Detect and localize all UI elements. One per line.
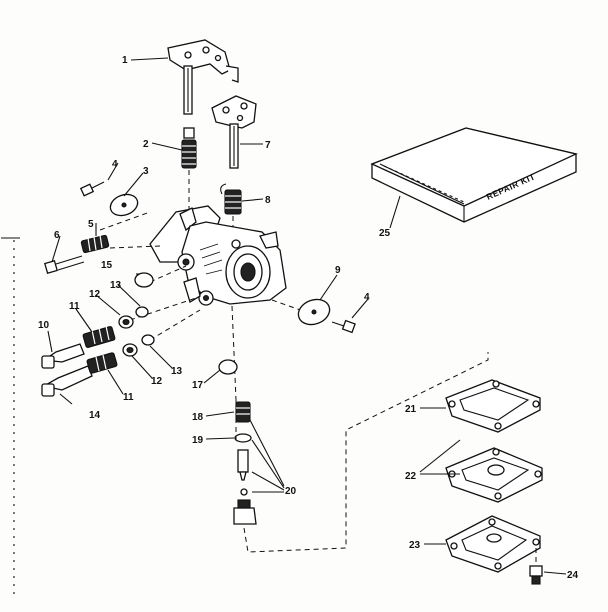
part-2-spring [181,127,197,169]
axis-dash-15 [149,265,187,283]
callout-21: 21 [405,404,417,415]
leader-lines [47,57,567,575]
callout-25: 25 [379,228,391,239]
callout-18: 18 [192,412,204,423]
callout-2: 2 [143,139,149,150]
part-25-repair-kit: REPAIR KIT [370,127,578,223]
callout-13-upper: 13 [110,280,122,291]
callout-14: 14 [89,410,101,421]
part-24-screw [529,565,543,585]
inlet-needle-stack [233,401,257,525]
callout-11-lower: 11 [123,392,134,403]
carburetor-body [149,205,287,306]
callout-13-lower: 13 [171,366,183,377]
callout-23: 23 [409,540,421,551]
axis-dash-13 [149,309,201,341]
callout-15: 15 [101,260,113,271]
part-22-diaphragm [445,447,543,503]
part-3-throttle-plate [109,193,139,217]
part-4-screw-lower [331,319,356,334]
callout-4-lower: 4 [364,292,370,303]
callout-24: 24 [567,570,579,581]
needle-assembly-lower [41,334,155,397]
part-1-throttle-bracket [167,39,239,115]
callout-12-upper: 12 [89,289,101,300]
part-5-spring [80,234,110,254]
axis-dash-body-bottom [231,305,237,401]
part-9-choke-plate [297,298,331,326]
part-21-gasket [445,379,541,433]
part-17-plug [218,359,238,375]
callout-8: 8 [265,195,271,206]
callouts: 1 2 3 4 4 5 6 7 8 9 10 11 11 12 12 13 13… [38,55,579,581]
callout-9: 9 [335,265,341,276]
callout-4-upper: 4 [112,159,118,170]
part-7-choke-rod [211,95,257,169]
part-8-spring [220,183,242,215]
callout-6: 6 [54,230,60,241]
needle-assembly-upper [41,306,149,369]
callout-7: 7 [265,140,271,151]
callout-11-upper: 11 [69,301,80,312]
part-23-cover [445,515,541,573]
part-15-plug [134,272,154,288]
part-6-screw [44,255,85,274]
callout-20: 20 [285,486,297,497]
callout-22: 22 [405,471,417,482]
callout-17: 17 [192,380,204,391]
callout-1: 1 [122,55,128,66]
callout-12-lower: 12 [151,376,163,387]
callout-10: 10 [38,320,50,331]
assembly-route-dash [235,352,489,553]
callout-5: 5 [88,219,94,230]
callout-19: 19 [192,435,204,446]
callout-3: 3 [143,166,149,177]
part-4-screw-upper [79,181,105,197]
